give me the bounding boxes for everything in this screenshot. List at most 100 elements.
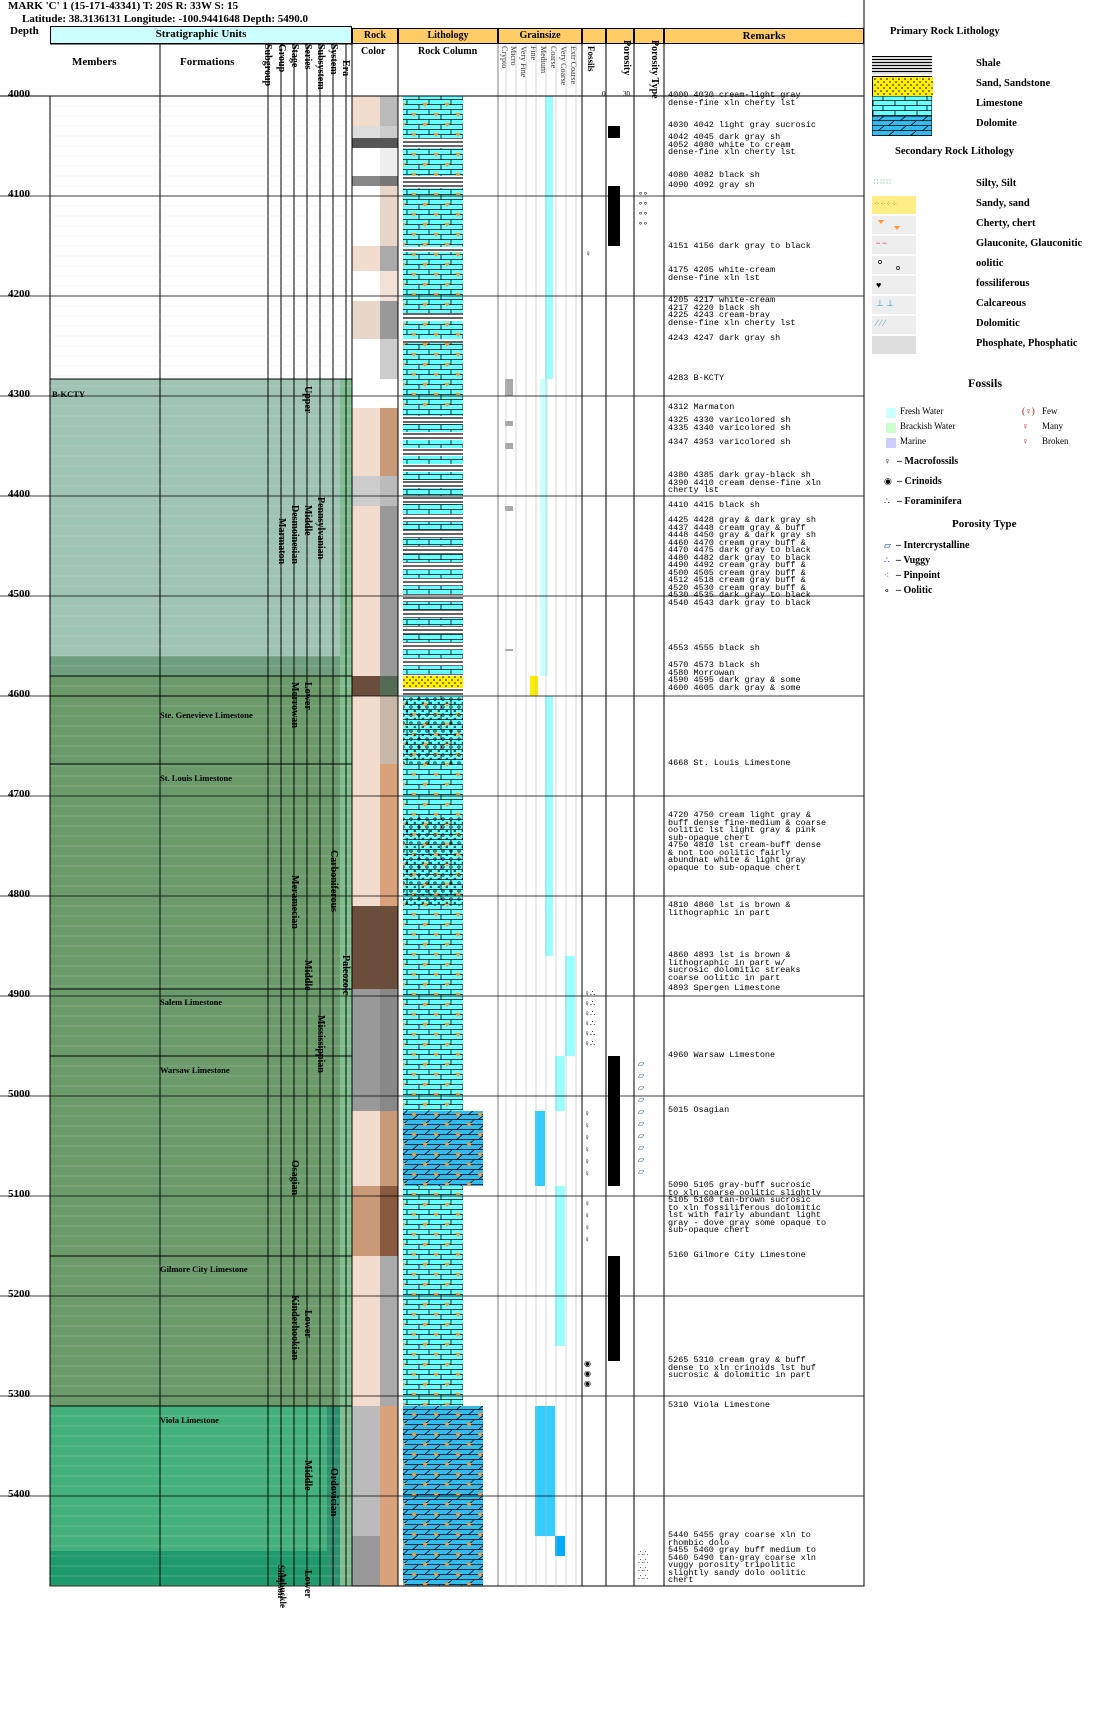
rock-color-interval: [352, 339, 380, 379]
grainsize-header: Grainsize: [498, 28, 582, 44]
intercrystalline-icon: ▱: [638, 1167, 645, 1176]
legend-fresh-water-swatch: [886, 408, 896, 418]
depth-tick: 5200: [8, 1288, 30, 1300]
formation-gilmore-city: Gilmore City Limestone: [160, 1264, 248, 1274]
vuggy-icon: ∴: [884, 555, 890, 565]
rock-color-interval: [380, 301, 398, 339]
remark-entry: 4000 4030 cream-light gray dense-fine xl…: [668, 90, 801, 108]
era-paleozoic: Paleozoic: [340, 955, 351, 995]
remark-entry: 4151 4156 dark gray to black: [668, 241, 811, 251]
macrofossil-icon: ♀: [584, 1169, 590, 1178]
macrofossil-icon: ♀: [884, 456, 891, 466]
lithology-interval: [403, 504, 463, 506]
vuggy-icon: ∴∴: [638, 1557, 648, 1566]
remark-entry: 4283 B-KCTY: [668, 373, 725, 383]
lithology-interval: [403, 480, 463, 488]
remark-entry: 4312 Marmaton: [668, 402, 735, 412]
grain-medium: Medium: [539, 46, 548, 74]
lithology-interval: [403, 554, 463, 562]
remark-entry: 4205 4217 white-cream 4217 4220 black sh…: [668, 295, 796, 328]
chert-overlay: [403, 989, 463, 1111]
system-ordovician: Ordovician: [328, 1468, 339, 1517]
series-middle-penn: Middle: [302, 505, 313, 536]
legend-sand: Sand, Sandstone: [976, 78, 1051, 89]
remark-entry: 4325 4330 varicolored sh 4335 4340 varic…: [668, 415, 791, 433]
remark-entry: 4380 4385 dark gray-black sh 4390 4410 c…: [668, 470, 822, 495]
macrofossil-icon: ♀∴: [584, 989, 595, 998]
rock-color-interval: [380, 148, 398, 176]
band-pennsylvanian: [50, 379, 352, 676]
remark-entry: 5160 Gilmore City Limestone: [668, 1250, 806, 1260]
macrofossil-icon: ♀: [584, 1211, 590, 1220]
legend-dolomite: Dolomite: [976, 118, 1017, 129]
legend-silt: Silty, Silt: [976, 178, 1017, 189]
svg-text:⁘⁘⁘⁘: ⁘⁘⁘⁘: [874, 200, 897, 208]
remark-entry: 4175 4205 white-cream dense-fine xln lst: [668, 265, 776, 283]
lithology-interval: [403, 634, 463, 642]
legend-oolitic-porosity: – Oolitic: [896, 585, 933, 596]
few-icon: (♀): [1022, 406, 1035, 416]
remarks-header: Remarks: [664, 28, 864, 44]
system-pennsylvanian: Pennsylvanian: [315, 497, 326, 560]
remark-entry: 5310 Viola Limestone: [668, 1400, 771, 1410]
grainsize-bar: [505, 506, 513, 511]
lithology-interval: [403, 339, 463, 343]
legend-fossils-title: Fossils: [968, 376, 1003, 390]
grainsize-bar: [545, 696, 553, 956]
porosity-scale-min: 0: [602, 90, 606, 98]
lithology-interval: [403, 570, 463, 578]
rock-color-interval: [380, 126, 398, 138]
vuggy-icon: ∴∴: [638, 1573, 648, 1582]
rock-color-interval: [380, 1111, 398, 1186]
macrofossil-icon: ♀: [584, 1223, 590, 1232]
lithology-interval: [403, 488, 463, 496]
stage-desmoinesian: Desmoinesian: [289, 505, 300, 564]
rock-color-interval: [352, 506, 380, 676]
legend-shale: Shale: [976, 58, 1001, 69]
legend-foraminifera: – Foraminifera: [897, 496, 962, 507]
group-marmaton: Marmaton: [276, 518, 287, 565]
stage-morrowan: Morrowan: [289, 682, 300, 728]
legend-crinoids: – Crinoids: [897, 476, 942, 487]
lithology-interval: [403, 642, 463, 650]
legend-many: Many: [1042, 421, 1063, 431]
many-icon: ♀: [1022, 421, 1029, 431]
rock-color-interval: [380, 96, 398, 126]
system-carboniferous: Carboniferous: [328, 850, 339, 913]
legend-limestone: Limestone: [976, 98, 1023, 109]
rock-color-interval: [352, 676, 380, 696]
porosity-bar: [608, 186, 620, 246]
chert-overlay: [403, 252, 463, 313]
rock-color-interval: [352, 301, 380, 339]
macrofossil-icon: ♀: [584, 1133, 590, 1142]
chert-overlay: [403, 1406, 483, 1536]
series-middle-miss: Middle: [302, 960, 313, 991]
svg-text:♥: ♥: [876, 280, 881, 290]
rock-color-interval: [352, 138, 380, 148]
rock-color-interval: [352, 1256, 380, 1406]
lithology-interval: [403, 688, 463, 696]
lithology-interval: [403, 618, 463, 626]
stage-kinderhookian: Kinderhookian: [289, 1295, 300, 1361]
fossils-header: Fossils: [586, 46, 596, 72]
depth-tick: 4800: [8, 888, 30, 900]
lithology-interval: [403, 538, 463, 546]
lithology-interval: [403, 666, 463, 674]
remark-entry: 4042 4045 dark gray sh 4052 4080 white t…: [668, 132, 796, 157]
grain-very-fine: Very Fine: [519, 46, 528, 78]
intercrystalline-icon: ▱: [638, 1095, 645, 1104]
intercrystalline-icon: ▱: [638, 1119, 645, 1128]
lithology-interval: [403, 506, 463, 514]
stage-osagian: Osagian: [289, 1160, 300, 1196]
macrofossil-icon: ♀∴: [584, 1019, 595, 1028]
lithology-interval: [403, 416, 463, 424]
legend-pinpoint: – Pinpoint: [896, 570, 941, 581]
grain-crypto: Crypto: [500, 46, 509, 69]
rock-color-interval: [352, 246, 380, 271]
depth-tick: 4500: [8, 588, 30, 600]
well-title: MARK 'C' 1 (15-171-43341) T: 20S R: 33W …: [8, 0, 239, 12]
rock-color-interval: [352, 271, 380, 301]
legend-sand-swatch: [872, 76, 933, 97]
formation-salem: Salem Limestone: [160, 997, 223, 1007]
